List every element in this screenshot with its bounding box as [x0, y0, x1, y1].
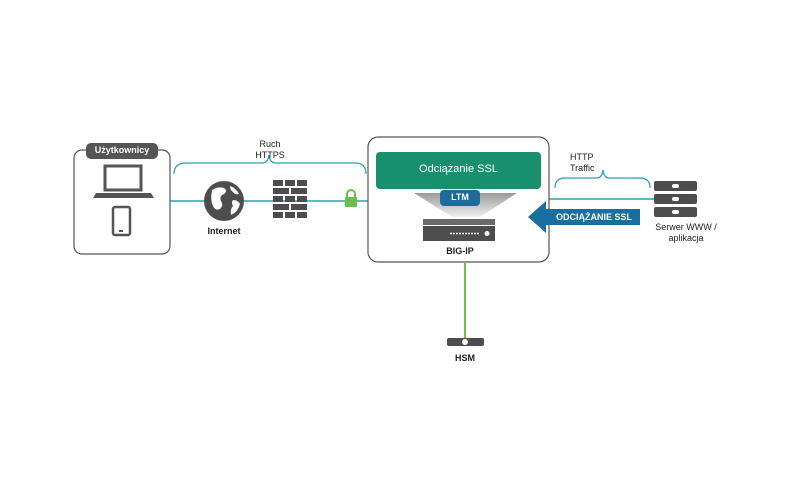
https-traffic-line2: HTTPS	[255, 150, 285, 160]
lock-icon	[345, 189, 357, 207]
https-traffic-line1: Ruch	[259, 139, 281, 149]
http-brace	[554, 169, 651, 189]
bigip-appliance-icon	[423, 219, 495, 241]
hsm-label: HSM	[455, 353, 475, 363]
http-traffic-label: HTTP Traffic	[570, 152, 610, 174]
https-traffic-label: Ruch HTTPS	[240, 139, 300, 161]
http-traffic-line1: HTTP	[570, 152, 594, 162]
laptop-icon	[93, 164, 154, 198]
http-traffic-line2: Traffic	[570, 163, 595, 173]
firewall-icon	[273, 180, 307, 218]
users-label: Użytkownicy	[94, 145, 150, 155]
bigip-label: BIG-IP	[446, 246, 474, 256]
server-icon	[654, 181, 697, 217]
internet-label: Internet	[207, 226, 241, 236]
server-label: Serwer WWW / aplikacja	[646, 222, 726, 244]
users-label-tab	[86, 143, 158, 159]
ssl-offload-module-label: Odciążanie SSL	[419, 163, 498, 175]
offload-arrow	[528, 201, 640, 233]
globe-icon	[204, 181, 244, 221]
offload-arrow-label: ODCIĄŻANIE SSL	[555, 212, 632, 222]
ssl-offload-module	[376, 152, 541, 189]
phone-icon	[111, 205, 132, 237]
server-label-line2: aplikacja	[668, 233, 704, 243]
server-label-line1: Serwer WWW /	[655, 222, 717, 232]
https-brace	[173, 154, 367, 175]
ltm-label: LTM	[451, 192, 469, 202]
hsm-icon	[447, 338, 484, 346]
ltm-badge	[440, 190, 480, 206]
